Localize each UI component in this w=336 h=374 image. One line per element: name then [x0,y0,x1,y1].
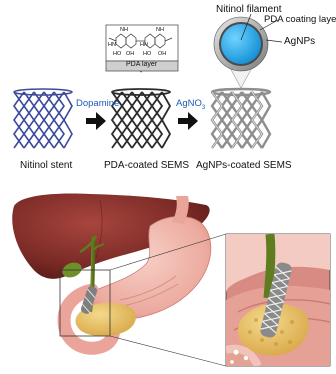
nitinol-core [221,24,261,64]
chem-hn-right: HN [140,42,148,48]
arrow-agno3 [178,112,198,130]
label-pda-coated-sems: PDA-coated SEMS [104,160,189,171]
chem-hn-left: HN [108,42,116,48]
chem-ho-3: HO [143,51,151,57]
step-agno3-main: AgNO [176,98,202,109]
label-pda-coating-layer: PDA coating laye [264,14,336,25]
chem-nh-right: NH [156,27,164,33]
leader-agnps [266,40,282,42]
label-agnps: AgNPs [284,36,315,47]
arrow-dopamine [86,112,106,130]
label-agnps-coated-sems: AgNPs-coated SEMS [196,160,292,171]
zoom-panel [226,234,330,366]
label-pda-layer: PDA layer [126,61,157,68]
chem-nh-left: NH [120,27,128,33]
label-nitinol-stent: Nitinol stent [20,160,72,171]
agnps-coated-stent [212,89,270,148]
step-dopamine: Dopamine [76,98,119,109]
step-agno3-sub: 3 [202,105,205,111]
chem-oh-4: OH [158,51,166,57]
step-agno3: AgNO3 [176,98,205,111]
chem-ho-1: HO [113,51,121,57]
chem-oh-2: OH [126,51,134,57]
nitinol-stent [14,89,72,148]
pda-coated-stent [112,89,170,148]
